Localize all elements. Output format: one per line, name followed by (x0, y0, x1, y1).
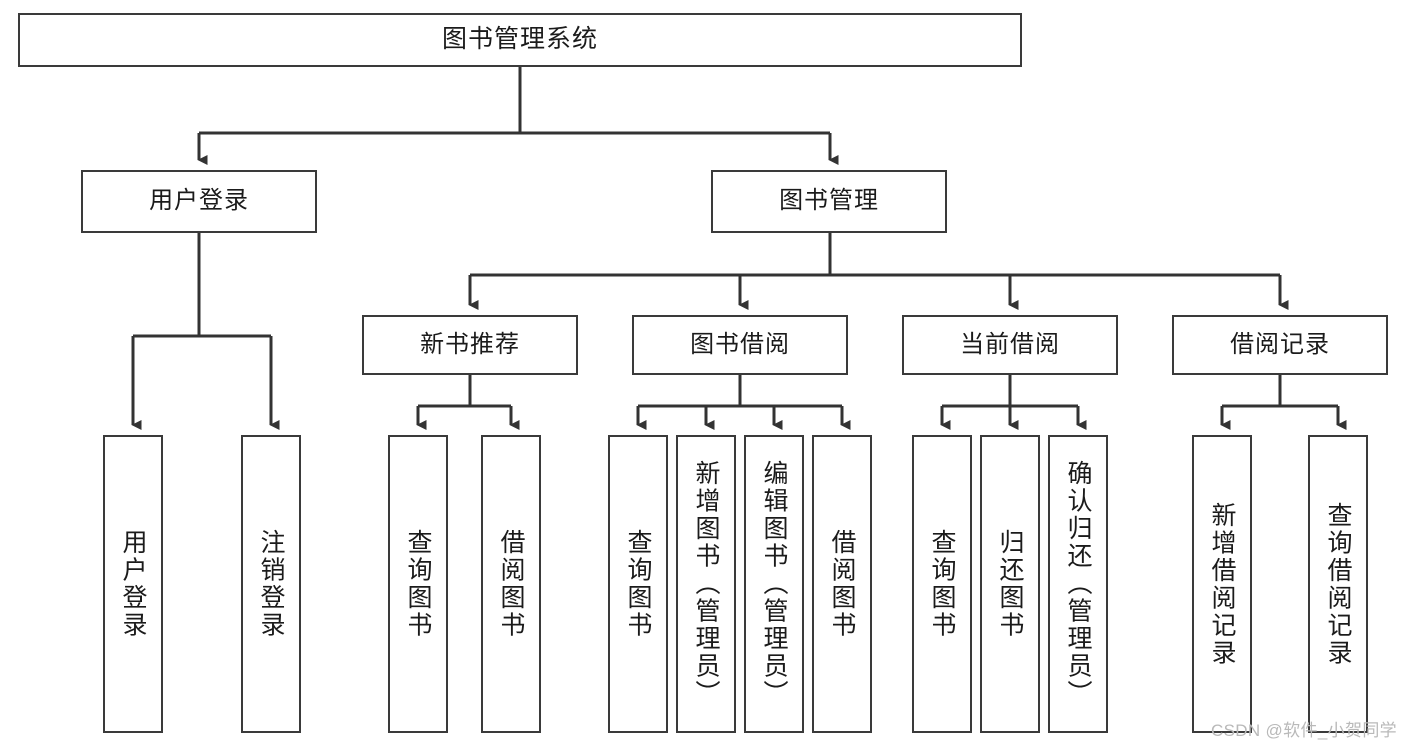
node-label: 借阅记录 (1230, 330, 1330, 358)
leaf-user-login-logout[interactable]: 注销登录 (241, 435, 301, 733)
node-new-book-recommend[interactable]: 新书推荐 (362, 315, 578, 375)
node-label: 查询借阅记录 (1324, 501, 1352, 667)
leaf-book-borrow-edit-book-admin[interactable]: 编辑图书（管理员） (744, 435, 804, 733)
leaf-current-borrow-return-book[interactable]: 归还图书 (980, 435, 1040, 733)
leaf-user-login-login[interactable]: 用户登录 (103, 435, 163, 733)
leaf-book-borrow-query-book[interactable]: 查询图书 (608, 435, 668, 733)
node-label: 图书管理系统 (441, 25, 598, 54)
leaf-book-borrow-add-book-admin[interactable]: 新增图书（管理员） (676, 435, 736, 733)
node-label: 编辑图书（管理员） (760, 460, 788, 708)
node-label: 用户登录 (119, 529, 147, 639)
leaf-new-book-borrow-book[interactable]: 借阅图书 (481, 435, 541, 733)
node-label: 图书管理 (779, 187, 879, 215)
node-label: 新增图书（管理员） (692, 460, 720, 708)
node-book-management[interactable]: 图书管理 (711, 170, 947, 233)
node-label: 查询图书 (624, 529, 652, 639)
node-label: 注销登录 (257, 529, 285, 639)
leaf-book-borrow-borrow-book[interactable]: 借阅图书 (812, 435, 872, 733)
node-label: 新书推荐 (420, 330, 520, 358)
node-label: 当前借阅 (960, 330, 1060, 358)
node-label: 用户登录 (149, 187, 249, 215)
leaf-borrow-record-query-record[interactable]: 查询借阅记录 (1308, 435, 1368, 733)
node-label: 借阅图书 (497, 529, 525, 639)
node-label: 查询图书 (404, 529, 432, 639)
leaf-current-borrow-query-book[interactable]: 查询图书 (912, 435, 972, 733)
node-label: 确认归还（管理员） (1064, 460, 1092, 708)
leaf-current-borrow-confirm-return-admin[interactable]: 确认归还（管理员） (1048, 435, 1108, 733)
leaf-new-book-query-book[interactable]: 查询图书 (388, 435, 448, 733)
node-borrow-record[interactable]: 借阅记录 (1172, 315, 1388, 375)
node-user-login[interactable]: 用户登录 (81, 170, 317, 233)
node-root-book-management-system[interactable]: 图书管理系统 (18, 13, 1022, 67)
node-label: 查询图书 (928, 529, 956, 639)
node-book-borrow[interactable]: 图书借阅 (632, 315, 848, 375)
node-label: 归还图书 (996, 529, 1024, 639)
node-current-borrow[interactable]: 当前借阅 (902, 315, 1118, 375)
node-label: 图书借阅 (690, 330, 790, 358)
node-label: 借阅图书 (828, 529, 856, 639)
node-label: 新增借阅记录 (1208, 501, 1236, 667)
leaf-borrow-record-add-record[interactable]: 新增借阅记录 (1192, 435, 1252, 733)
watermark: CSDN @软件_小贺同学 (1210, 721, 1397, 740)
